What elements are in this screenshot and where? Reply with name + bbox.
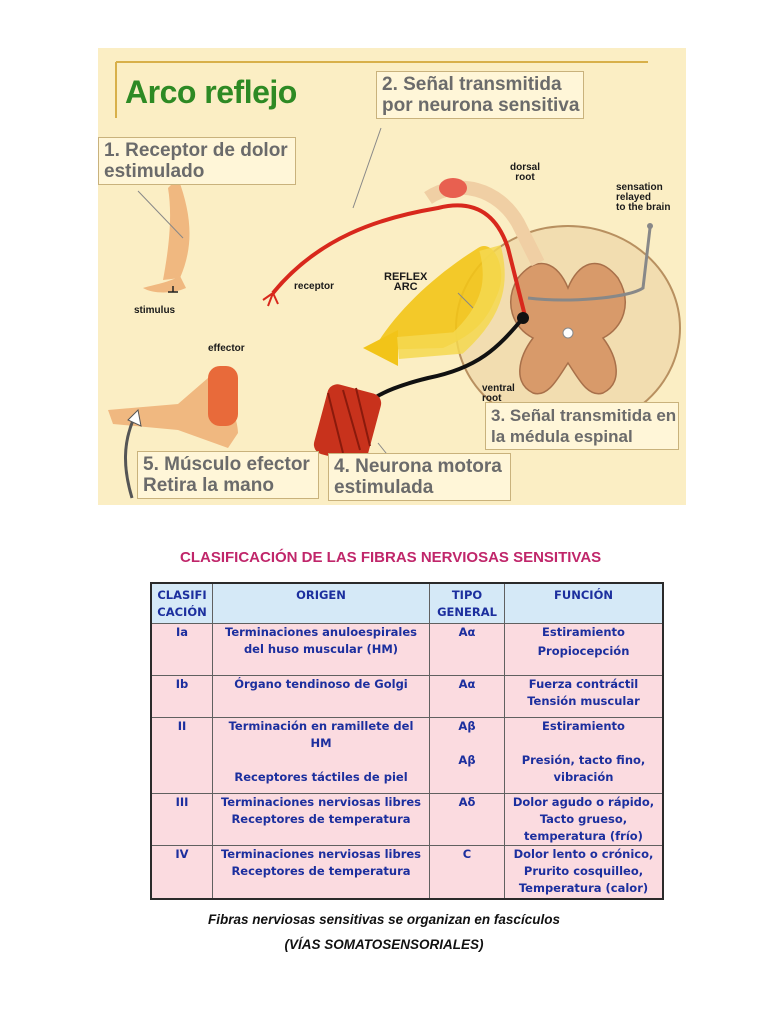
table-title: CLASIFICACIÓN DE LAS FIBRAS NERVIOSAS SE… (180, 549, 602, 566)
table-row: IV Terminaciones nerviosas libres Recept… (150, 844, 664, 900)
table-row: Ia Terminaciones anuloespirales del huso… (150, 622, 664, 676)
cell-origen: Órgano tendinoso de Golgi (212, 674, 430, 718)
cell-origen: Terminaciones nerviosas libres Receptore… (212, 844, 430, 900)
cell-tipo: Aβ Aβ (429, 716, 505, 794)
caption-line-1: Fibras nerviosas sensitivas se organizan… (208, 912, 560, 927)
cell-clase: Ib (150, 674, 213, 718)
cell-funcion: Dolor agudo o rápido, Tacto grueso, temp… (504, 792, 664, 846)
cell-origen: Terminaciones anuloespirales del huso mu… (212, 622, 430, 676)
sensory-neuron-path (271, 203, 528, 321)
label-stimulus: stimulus (134, 305, 176, 316)
cell-clase: III (150, 792, 213, 846)
callout-neurona-motora: 4. Neurona motora estimulada (328, 453, 511, 501)
arm-effector-icon (108, 366, 238, 448)
cell-funcion: Estiramiento Propiocepción (504, 622, 664, 676)
cell-clase: II (150, 716, 213, 794)
cell-funcion: Fuerza contráctil Tensión muscular (504, 674, 664, 718)
callout-receptor-dolor: 1. Receptor de dolor estimulado (98, 137, 296, 185)
cell-origen: Terminación en ramillete del HM Receptor… (212, 716, 430, 794)
reflex-arc-diagram: Arco reflejo 2. Señal transmitida por ne… (98, 48, 686, 505)
spinal-cord-icon (455, 225, 681, 431)
table-row: III Terminaciones nerviosas libres Recep… (150, 792, 664, 846)
header-tipo-general: TIPO GENERAL (429, 582, 505, 624)
cell-funcion: Estiramiento Presión, tacto fino, vibrac… (504, 716, 664, 794)
label-dorsal-root: dorsal root (510, 162, 541, 183)
cell-tipo: Aα (429, 622, 505, 676)
cell-clase: IV (150, 844, 213, 900)
callout-medula-espinal: 3. Señal transmitida en la médula espina… (485, 402, 679, 450)
cell-tipo: C (429, 844, 505, 900)
callout-senal-sensitiva: 2. Señal transmitida por neurona sensiti… (376, 71, 584, 119)
header-clasificacion: CLASIFI CACIÓN (150, 582, 213, 624)
diagram-title: Arco reflejo (125, 74, 297, 110)
label-receptor: receptor (294, 281, 335, 292)
header-origen: ORIGEN (212, 582, 430, 624)
label-sensation: sensation relayed to the brain (616, 182, 671, 213)
label-ventral-root: ventral root (482, 383, 515, 404)
table-row: Ib Órgano tendinoso de Golgi Aα Fuerza c… (150, 674, 664, 718)
cell-tipo: Aα (429, 674, 505, 718)
table-row: II Terminación en ramillete del HM Recep… (150, 716, 664, 794)
header-funcion: FUNCIÓN (504, 582, 664, 624)
table-header-row: CLASIFI CACIÓN ORIGEN TIPO GENERAL FUNCI… (150, 582, 664, 624)
cell-funcion: Dolor lento o crónico, Prurito cosquille… (504, 844, 664, 900)
muscle-fibers-icon (313, 384, 382, 464)
callout-musculo-efector: 5. Músculo efector Retira la mano (137, 451, 319, 499)
label-reflex-arc: REFLEX ARC (384, 271, 428, 293)
cell-tipo: Aδ (429, 792, 505, 846)
arm-stimulus-icon (143, 178, 190, 293)
diagram-illustration (108, 61, 681, 499)
cell-origen: Terminaciones nerviosas libres Receptore… (212, 792, 430, 846)
label-effector: effector (208, 343, 245, 354)
cell-clase: Ia (150, 622, 213, 676)
caption-line-2: (VÍAS SOMATOSENSORIALES) (284, 937, 484, 952)
fiber-classification-table: CLASIFI CACIÓN ORIGEN TIPO GENERAL FUNCI… (150, 582, 664, 900)
